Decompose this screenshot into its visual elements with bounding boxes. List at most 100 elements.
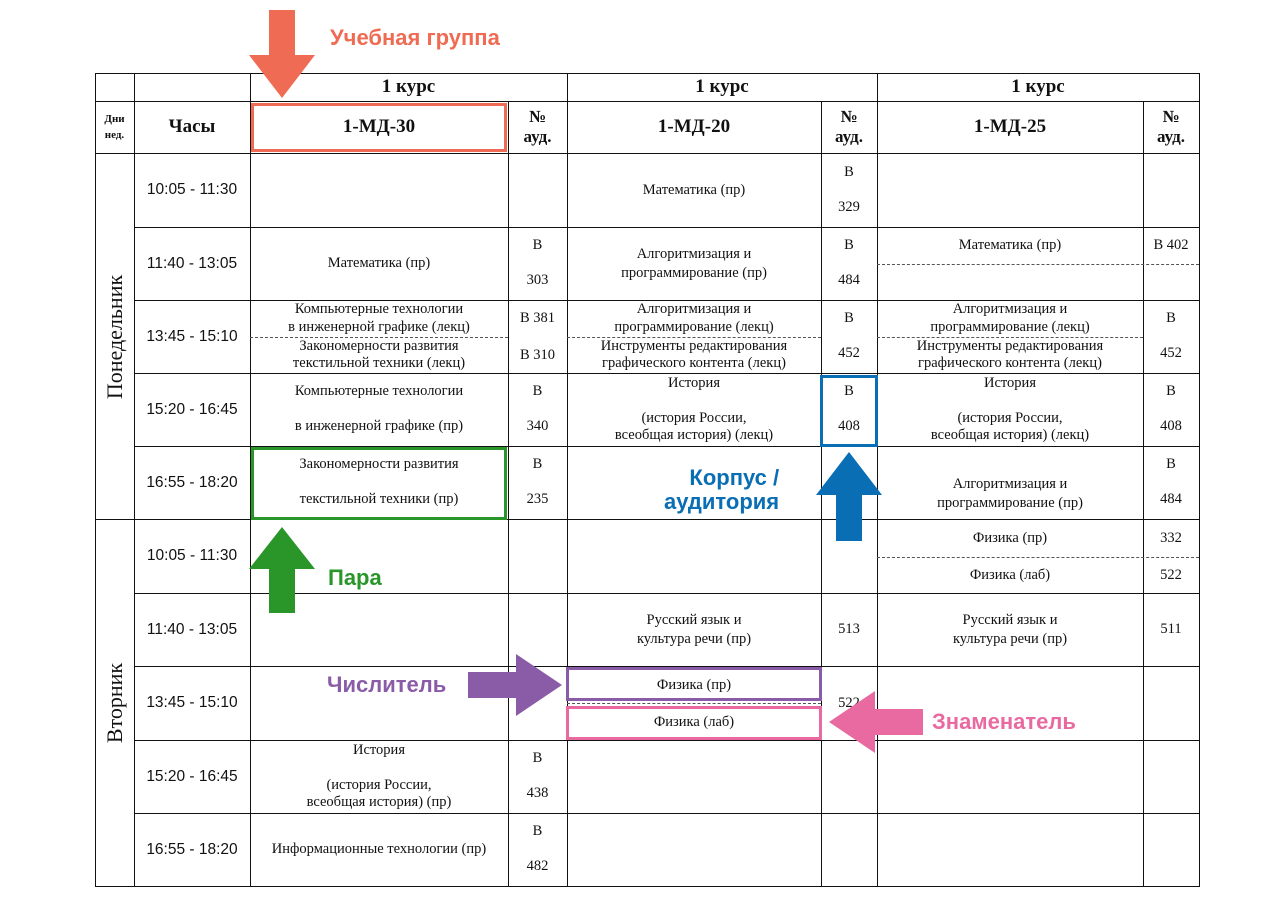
course-header: 1 курс bbox=[381, 76, 436, 98]
arrow-down-icon bbox=[249, 10, 315, 98]
room-cell: В 340 bbox=[526, 383, 549, 435]
time-slot: 16:55 - 18:20 bbox=[146, 840, 238, 858]
room-cell: В 303 bbox=[526, 237, 549, 289]
time-slot: 13:45 - 15:10 bbox=[146, 327, 238, 345]
time-slot: 15:20 - 16:45 bbox=[146, 767, 238, 785]
room-cell: В 484 bbox=[1160, 456, 1182, 508]
grid-line bbox=[95, 519, 1200, 520]
class-cell: Компьютерные технологии в инженерной гра… bbox=[294, 383, 464, 435]
denominator-highlight bbox=[566, 706, 822, 740]
arrow-left-icon bbox=[829, 691, 923, 753]
arrow-up-icon bbox=[816, 452, 882, 541]
class-cell-denominator: Инструменты редактирования графического … bbox=[600, 337, 788, 371]
room-cell: 332 bbox=[1160, 529, 1182, 546]
course-header: 1 курс bbox=[695, 76, 749, 98]
class-cell: История (история России, всеобщая истори… bbox=[930, 374, 1090, 443]
grid-line bbox=[95, 101, 1200, 102]
arrow-right-icon bbox=[468, 654, 562, 716]
pair-highlight bbox=[251, 447, 507, 520]
grid-line bbox=[134, 73, 135, 887]
group-highlight bbox=[251, 103, 507, 152]
numerator-divider bbox=[877, 264, 1199, 265]
numerator-divider bbox=[567, 703, 821, 704]
room-column-header: № ауд. bbox=[1157, 106, 1185, 146]
class-cell-numerator: Алгоритмизация и программирование (лекц) bbox=[930, 301, 1090, 335]
grid-line bbox=[134, 446, 1200, 447]
annotation-pair: Пара bbox=[328, 565, 382, 590]
class-cell: Информационные технологии (пр) bbox=[271, 841, 487, 858]
class-cell-denominator: Физика (лаб) bbox=[653, 714, 735, 731]
class-cell: Алгоритмизация и программирование (пр) bbox=[621, 245, 767, 281]
day-label-tuesday: Вторник bbox=[102, 662, 127, 744]
class-cell: Алгоритмизация и программирование (пр) bbox=[937, 476, 1083, 511]
room-cell: В 482 bbox=[526, 823, 549, 875]
class-cell: Математика (пр) bbox=[327, 255, 431, 272]
class-cell: Математика (пр) bbox=[642, 181, 746, 198]
time-slot: 10:05 - 11:30 bbox=[146, 181, 238, 199]
room-cell: В 402 bbox=[1153, 237, 1189, 254]
room-cell: В 484 bbox=[838, 237, 860, 289]
room-cell: В 438 bbox=[526, 750, 549, 802]
class-cell: История (история России, всеобщая истори… bbox=[306, 741, 452, 810]
class-cell: Математика (пр) bbox=[958, 237, 1062, 254]
grid-line bbox=[1143, 101, 1144, 887]
grid-line bbox=[508, 101, 509, 887]
numerator-divider bbox=[877, 337, 1143, 338]
room-cell: В 235 bbox=[526, 456, 549, 508]
numerator-divider bbox=[250, 337, 508, 338]
room-cell: В 452 bbox=[1160, 310, 1182, 362]
numerator-highlight bbox=[566, 667, 822, 701]
grid-line bbox=[250, 73, 251, 887]
room-highlight bbox=[820, 375, 878, 447]
group-header-md20: 1-МД-20 bbox=[657, 116, 731, 138]
class-cell: Русский язык и культура речи (пр) bbox=[952, 611, 1068, 647]
group-header-md30: 1-МД-30 bbox=[342, 116, 416, 138]
grid-line bbox=[567, 73, 568, 887]
days-column-header: Дни нед. bbox=[104, 112, 125, 142]
class-cell-denominator: Закономерности развития текстильной техн… bbox=[292, 337, 466, 371]
grid-line bbox=[1199, 73, 1200, 887]
annotation-numerator: Числитель bbox=[327, 672, 447, 697]
day-label-monday: Понедельник bbox=[102, 274, 127, 400]
room-cell: 513 bbox=[838, 621, 860, 638]
annotation-group: Учебная группа bbox=[330, 25, 500, 50]
time-slot: 11:40 - 13:05 bbox=[146, 254, 238, 272]
grid-line bbox=[134, 813, 1200, 814]
class-cell-numerator: Алгоритмизация и программирование (лекц) bbox=[614, 301, 774, 335]
numerator-divider bbox=[877, 557, 1199, 558]
grid-line bbox=[134, 300, 1200, 301]
room-cell: В 329 bbox=[838, 163, 860, 215]
time-slot: 13:45 - 15:10 bbox=[146, 694, 238, 712]
room-cell: В 408 bbox=[838, 383, 860, 435]
time-slot: 11:40 - 13:05 bbox=[146, 620, 238, 638]
class-cell-numerator: Компьютерные технологии в инженерной гра… bbox=[288, 301, 470, 335]
room-cell: 511 bbox=[1160, 621, 1182, 638]
room-cell: В 452 bbox=[838, 310, 860, 362]
grid-line bbox=[95, 886, 1200, 887]
time-slot: 16:55 - 18:20 bbox=[146, 473, 238, 491]
class-cell-denominator: Инструменты редактирования графического … bbox=[916, 337, 1104, 371]
room-cell: В 381 bbox=[519, 310, 556, 327]
grid-line bbox=[134, 593, 1200, 594]
class-cell-denominator: Физика (лаб) bbox=[969, 566, 1051, 583]
grid-line bbox=[95, 73, 1200, 74]
room-column-header: № ауд. bbox=[835, 106, 863, 146]
grid-line bbox=[95, 73, 96, 887]
course-header: 1 курс bbox=[1011, 76, 1065, 98]
grid-line bbox=[877, 73, 878, 887]
annotation-denominator: Знаменатель bbox=[932, 709, 1076, 734]
grid-line bbox=[134, 227, 1200, 228]
time-slot: 15:20 - 16:45 bbox=[146, 400, 238, 418]
grid-line bbox=[95, 153, 1200, 154]
class-cell-numerator: Физика (пр) bbox=[972, 529, 1048, 546]
grid-line bbox=[134, 373, 1200, 374]
room-column-header: № ауд. bbox=[523, 106, 552, 146]
room-cell: В 408 bbox=[1160, 383, 1182, 435]
class-cell: Русский язык и культура речи (пр) bbox=[636, 611, 752, 647]
group-header-md25: 1-МД-25 bbox=[973, 116, 1047, 138]
grid-line bbox=[134, 666, 1200, 667]
class-cell: История (история России, всеобщая истори… bbox=[614, 374, 774, 443]
class-cell-numerator: Физика (пр) bbox=[656, 677, 732, 694]
annotation-room: Корпус / аудитория bbox=[664, 465, 780, 515]
time-slot: 10:05 - 11:30 bbox=[146, 547, 238, 565]
